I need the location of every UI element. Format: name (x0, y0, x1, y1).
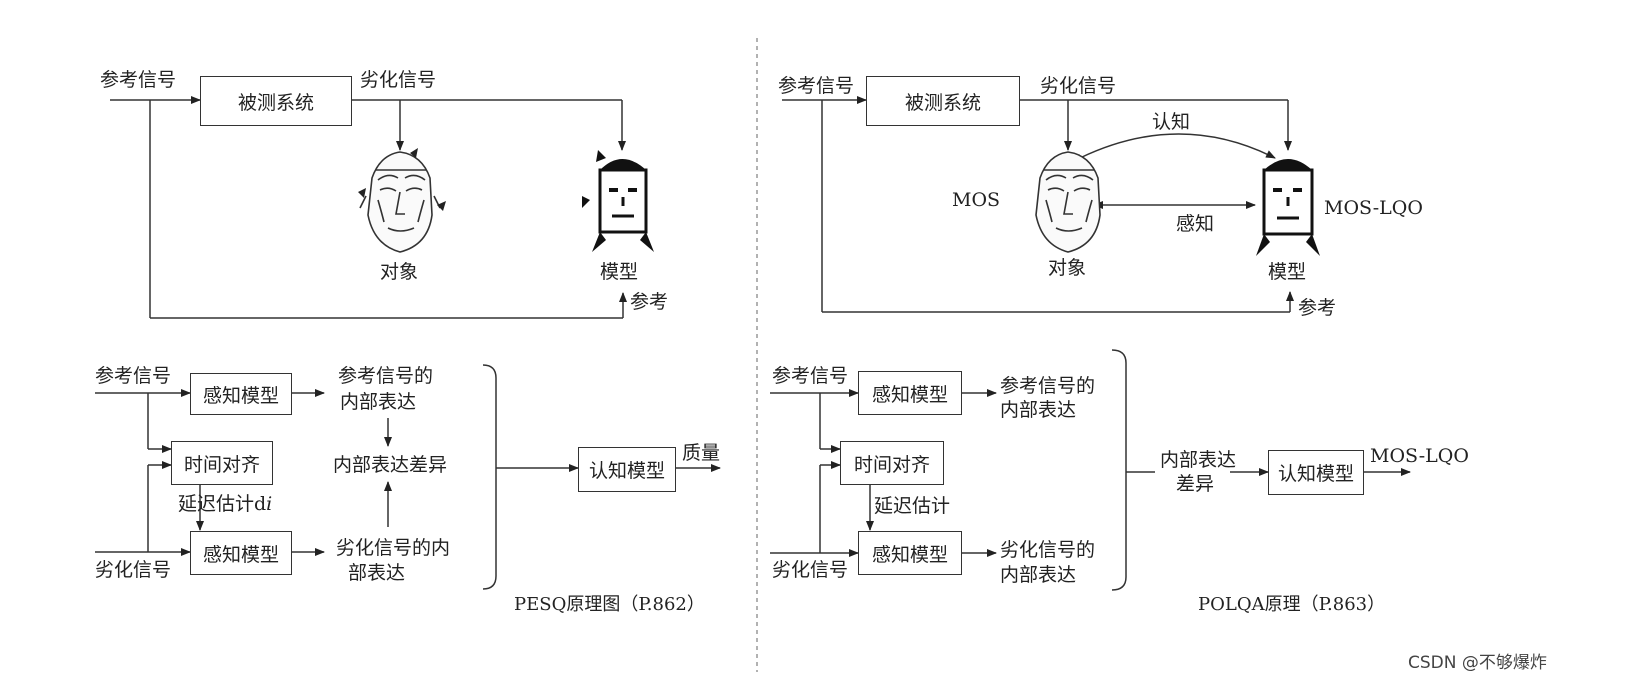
subject-face-right-icon (1035, 151, 1101, 253)
left-internal-diff-label: 内部表达差异 (333, 454, 448, 476)
left-deg-internal-line-1: 劣化信号的内 (336, 537, 451, 559)
left-delay-estimate-text: 延迟估计d (178, 493, 267, 515)
right-delay-estimate-label: 延迟估计 (874, 495, 951, 517)
left-caption: PESQ原理图（P.862） (514, 594, 705, 615)
right-deg-internal-line-2: 内部表达 (1000, 564, 1077, 586)
left-delay-estimate-label: 延迟估计di (178, 493, 273, 516)
left-ref-internal-line-2: 内部表达 (340, 391, 417, 413)
left-cognitive-model-box: 认知模型 (578, 447, 676, 492)
left-subject-label: 对象 (380, 261, 419, 283)
right-internal-diff-line-1: 内部表达 (1160, 449, 1237, 471)
right-perceptual-model-box-1: 感知模型 (858, 371, 962, 415)
model-face-icon (582, 150, 654, 252)
right-cognitive-model-box: 认知模型 (1268, 450, 1364, 495)
right-subject-label: 对象 (1048, 257, 1087, 279)
right-ref-internal-line-1: 参考信号的 (1000, 375, 1096, 397)
right-ref-signal-label: 参考信号 (778, 75, 855, 97)
left-ref-signal-label: 参考信号 (100, 69, 177, 91)
right-model-label: 模型 (1268, 261, 1307, 283)
right-mos-lqo-output-label: MOS-LQO (1370, 445, 1469, 467)
left-deg-internal-line-2: 部表达 (348, 562, 406, 584)
right-perception-label: 感知 (1176, 213, 1215, 235)
right-reference-label: 参考 (1298, 297, 1337, 319)
right-cognition-label: 认知 (1152, 111, 1191, 133)
right-degraded-signal-label: 劣化信号 (1040, 75, 1117, 97)
left-delay-estimate-suffix: i (266, 493, 273, 515)
right-caption: POLQA原理（P.863） (1198, 594, 1386, 615)
left-quality-label: 质量 (682, 442, 721, 464)
left-perceptual-model-box-2: 感知模型 (190, 531, 292, 575)
left-time-align-box: 时间对齐 (171, 441, 273, 485)
left-bottom-ref-signal-label: 参考信号 (95, 365, 172, 387)
right-time-align-box: 时间对齐 (840, 441, 944, 485)
right-ref-internal-line-2: 内部表达 (1000, 399, 1077, 421)
right-mos-lqo-label: MOS-LQO (1324, 197, 1423, 219)
left-ref-internal-line-1: 参考信号的 (338, 365, 434, 387)
right-perceptual-model-box-2: 感知模型 (858, 531, 962, 575)
subject-face-icon (359, 151, 441, 253)
right-bottom-ref-signal-label: 参考信号 (772, 365, 849, 387)
right-deg-internal-line-1: 劣化信号的 (1000, 539, 1096, 561)
left-degraded-signal-label: 劣化信号 (360, 69, 437, 91)
model-face-right-icon (1256, 159, 1320, 256)
right-bottom-degraded-signal-label: 劣化信号 (772, 559, 849, 581)
left-model-label: 模型 (600, 261, 639, 283)
left-bottom-degraded-signal-label: 劣化信号 (95, 559, 172, 581)
left-system-under-test-box: 被测系统 (200, 76, 352, 126)
watermark: CSDN @不够爆炸 (1408, 653, 1547, 673)
right-internal-diff-line-2: 差异 (1176, 473, 1215, 495)
left-perceptual-model-box-1: 感知模型 (190, 373, 292, 415)
right-system-under-test-box: 被测系统 (866, 76, 1020, 126)
right-mos-label: MOS (952, 189, 1001, 211)
left-reference-label: 参考 (630, 291, 669, 313)
